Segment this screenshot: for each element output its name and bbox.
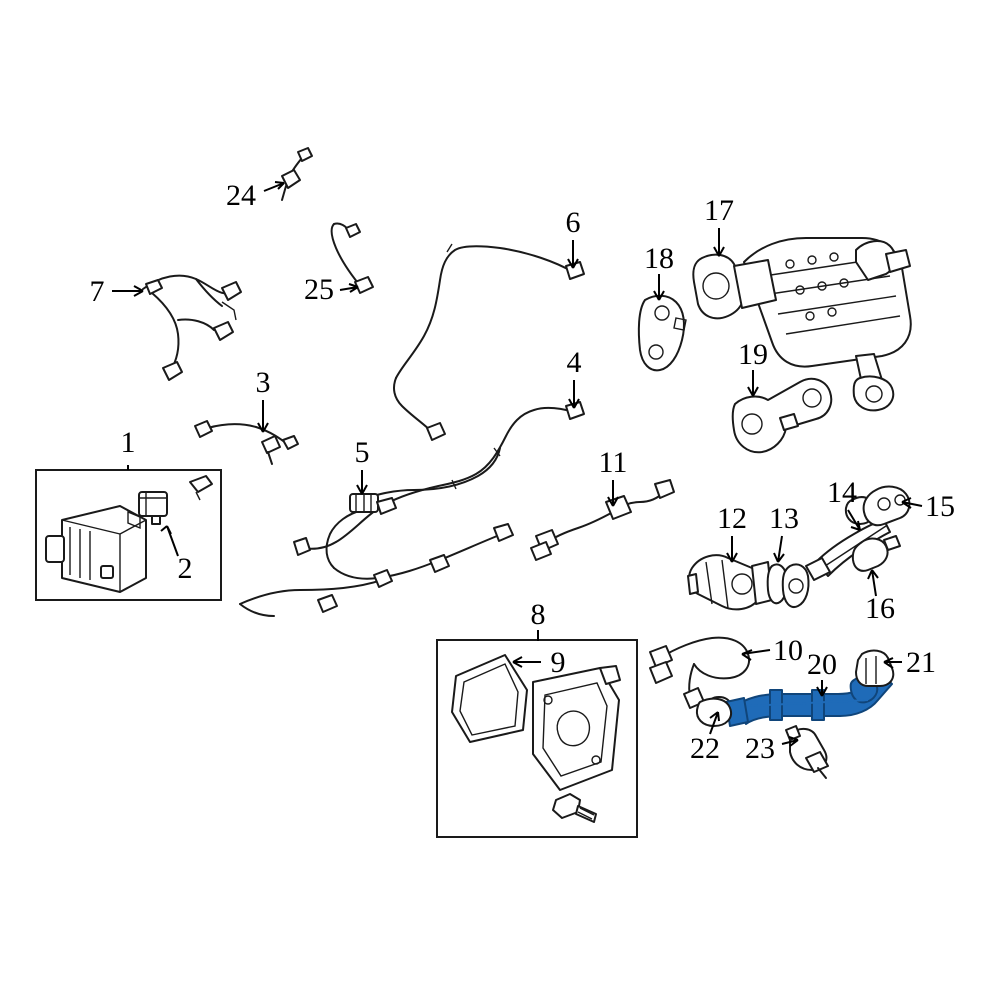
callout-6: 6 (566, 206, 581, 239)
callout-22: 22 (690, 732, 720, 765)
part-18-gasket (637, 294, 687, 372)
part-13-gaskets (766, 563, 810, 608)
callout-18: 18 (644, 242, 674, 275)
callout-23: 23 (745, 732, 775, 765)
callout-9: 9 (551, 646, 566, 679)
callout-25: 25 (304, 273, 334, 306)
part-10-hose (649, 636, 750, 709)
callout-2: 2 (178, 552, 193, 585)
part-25-sensor (330, 222, 374, 294)
vapor-canister (45, 505, 147, 593)
part-17-egr-cooler (692, 237, 912, 412)
part-24-sensor (281, 147, 313, 201)
cover-gasket (451, 654, 528, 743)
callout-layer: 1 2 3 4 5 6 7 8 9 10 (90, 179, 956, 765)
part-15-bracket (862, 485, 911, 527)
callout-4: 4 (567, 346, 582, 379)
part-11-sensor-tube (530, 479, 675, 561)
canister-clip (189, 475, 213, 501)
callout-10: 10 (773, 634, 803, 667)
part-16-connector (851, 535, 901, 572)
callout-21: 21 (906, 646, 936, 679)
cover-plate (532, 665, 621, 791)
callout-12: 12 (717, 502, 747, 535)
callout-14: 14 (827, 476, 857, 509)
cover-inset-group (436, 639, 638, 838)
callout-15: 15 (925, 490, 955, 523)
part-12-egr-valve (687, 554, 773, 611)
callout-16: 16 (865, 592, 895, 625)
part-5-lines-bundle (239, 447, 514, 617)
part-20-egr-tube-highlighted (695, 671, 893, 727)
callout-24: 24 (226, 179, 256, 212)
callout-7: 7 (90, 275, 105, 308)
canister-inset-group (35, 469, 222, 601)
callout-11: 11 (599, 446, 628, 479)
callout-8: 8 (531, 598, 546, 631)
callout-19: 19 (738, 338, 768, 371)
callout-20: 20 (807, 648, 837, 681)
callout-17: 17 (704, 194, 734, 227)
part-21-clamp (855, 649, 895, 687)
part-6-vent-tube (393, 243, 585, 441)
purge-valve (138, 491, 168, 525)
callout-5: 5 (355, 436, 370, 469)
callout-13: 13 (769, 502, 799, 535)
callout-3: 3 (256, 366, 271, 399)
part-19-bracket (731, 377, 833, 454)
part-3-hose (194, 420, 299, 465)
cover-bolt (552, 793, 597, 823)
part-23-sensor (785, 725, 829, 779)
callout-1: 1 (121, 426, 136, 459)
part-7-harness (142, 274, 242, 381)
